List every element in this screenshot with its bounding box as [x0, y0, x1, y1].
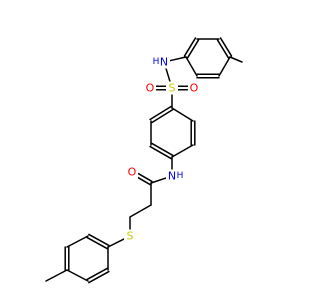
bond-ar2_c1-ar2_c2-b	[151, 108, 174, 124]
bond-ar3_c2-ar3_c3	[66, 235, 89, 248]
bond-ar1_c1-ar1_c2-a	[186, 39, 200, 59]
bond-ar3_c4-c_me3	[45, 269, 68, 282]
bond-c_ch2a-c_ch2b	[129, 204, 152, 218]
atom-label-s_sulfonyl: S	[169, 82, 176, 95]
bond-ar1_c4-ar1_c5	[218, 56, 231, 77]
atom-label-o_sulfonyl_left: O	[146, 82, 155, 95]
atom-label-o_carbonyl: O	[128, 166, 137, 179]
bond-c_carbonyl-o_carbonyl-b	[135, 176, 151, 186]
bond-ar1_c1-n_sulfonamide	[169, 56, 187, 62]
bond-ar3_c5-ar3_c6-b	[86, 267, 108, 281]
bond-c_carbonyl-o_carbonyl-a	[137, 172, 153, 183]
bond-c_me1-ar1_c4	[229, 56, 243, 63]
bond-ar1_c3-ar1_c4-a	[216, 39, 230, 59]
bond-layer	[45, 37, 243, 284]
bond-ar3_c4-ar3_c5	[66, 269, 89, 282]
atom-o_sulfonyl_left: O	[144, 81, 156, 95]
atom-o_sulfonyl_right: O	[188, 81, 200, 95]
bond-ar3_c1-ar3_c2-b	[86, 236, 108, 250]
bond-ar3_c1-ar3_c2-a	[88, 233, 110, 247]
bond-ar2_c3-ar2_c4-b	[151, 142, 174, 157]
bond-n_amide-c_carbonyl	[150, 177, 167, 184]
bond-ar2_c4-ar2_c5	[171, 144, 194, 158]
atom-h-label-n_amide: H	[177, 171, 184, 181]
bond-ar2_c3-ar2_c4-a	[149, 145, 172, 160]
atom-n_sulfonamide: NH	[153, 55, 170, 69]
bond-ar2_c6-ar2_c1	[171, 107, 194, 122]
bond-ar1_c6-ar1_c1	[185, 56, 198, 77]
atom-h-label-n_sulfonamide: H	[153, 57, 160, 67]
atom-o_carbonyl: O	[126, 165, 138, 179]
atom-s_sulfonyl: S	[166, 81, 178, 95]
atom-s_thio: S	[124, 229, 136, 243]
atom-label-o_sulfonyl_right: O	[190, 82, 199, 95]
bond-ar1_c3-ar1_c4-b	[219, 37, 233, 57]
bond-ar2_c1-ar2_c2-a	[149, 105, 172, 121]
bond-ar3_c5-ar3_c6-a	[88, 270, 110, 284]
atom-label-n_amide: N	[168, 170, 176, 183]
bond-ar1_c1-ar1_c2-b	[183, 37, 197, 57]
atom-label-s_thio: S	[127, 230, 134, 243]
bond-n_sulfonamide-s_sulfonyl	[165, 67, 171, 83]
bond-s_thio-ar3_c1	[107, 238, 125, 248]
atom-label-n_sulfonamide: N	[160, 56, 168, 69]
